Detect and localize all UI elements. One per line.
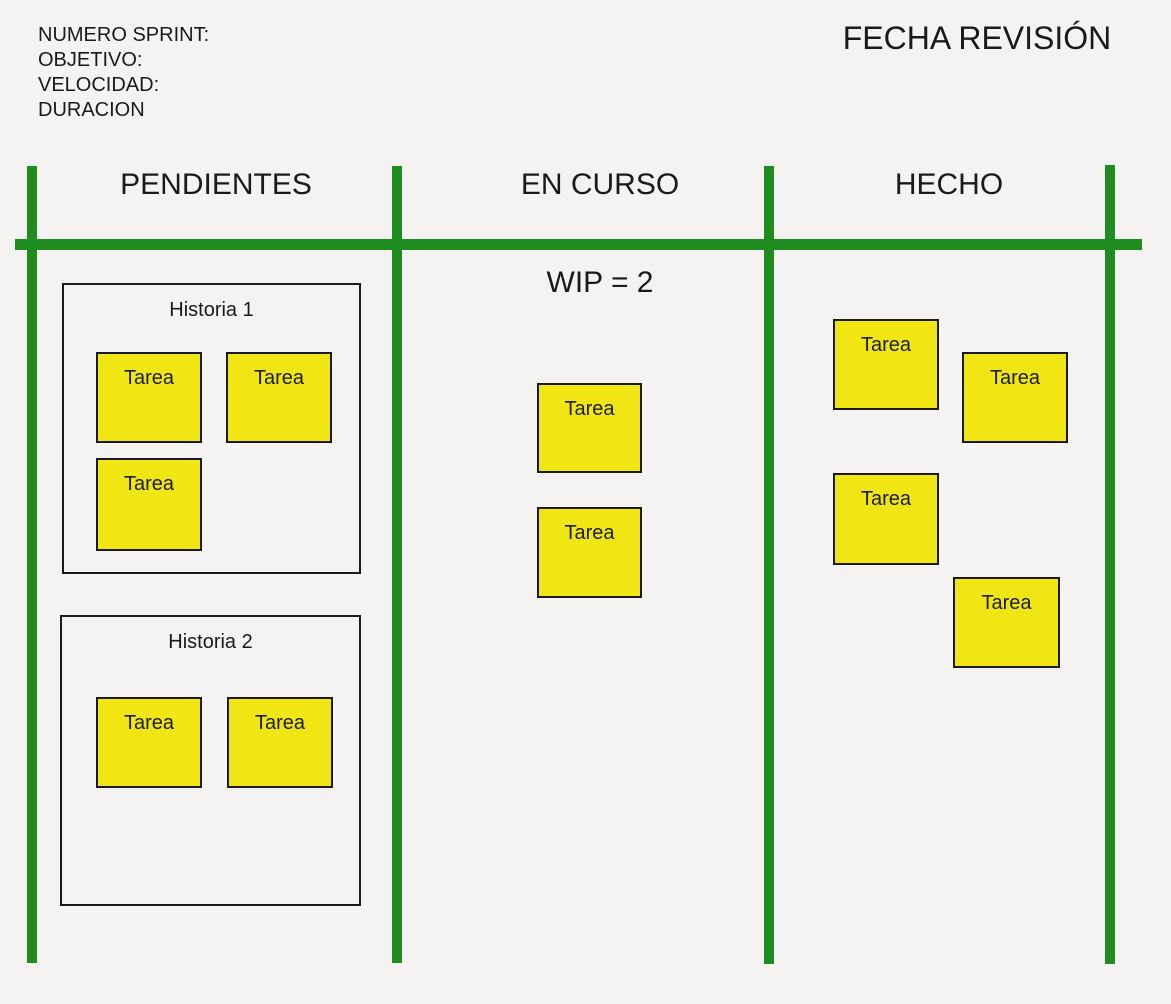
objective-label: OBJETIVO: [38,49,143,71]
sprint-info-block: NUMERO SPRINT: OBJETIVO: VELOCIDAD: DURA… [38,23,209,123]
story-label: Historia 2 [168,631,253,653]
task-note: Tarea [537,383,642,473]
story-box-historia-1: Historia 1 [62,283,361,574]
duration-label: DURACION [38,99,145,121]
header-underline [15,239,1142,250]
sprint-number-label: NUMERO SPRINT: [38,24,210,46]
divider-pendientes-encurso [392,166,402,963]
board-left-edge-line [27,166,37,963]
column-header-en-curso: EN CURSO [520,168,680,201]
task-note: Tarea [953,577,1060,668]
task-note: Tarea [226,352,332,443]
task-note: Tarea [96,458,202,551]
task-note: Tarea [537,507,642,598]
column-header-pendientes: PENDIENTES [120,168,312,201]
task-note: Tarea [962,352,1068,443]
task-note: Tarea [833,319,939,410]
task-note: Tarea [833,473,939,565]
story-box-historia-2: Historia 2 [60,615,361,906]
divider-encurso-hecho [764,166,774,964]
wip-limit-label: WIP = 2 [546,266,654,299]
velocity-label: VELOCIDAD: [38,74,160,96]
board-right-edge-line [1105,165,1115,964]
task-note: Tarea [96,352,202,443]
column-header-hecho: HECHO [894,168,1004,201]
task-note: Tarea [227,697,333,788]
review-date-label: FECHA REVISIÓN [842,20,1112,56]
task-note: Tarea [96,697,202,788]
story-label: Historia 1 [169,299,254,321]
